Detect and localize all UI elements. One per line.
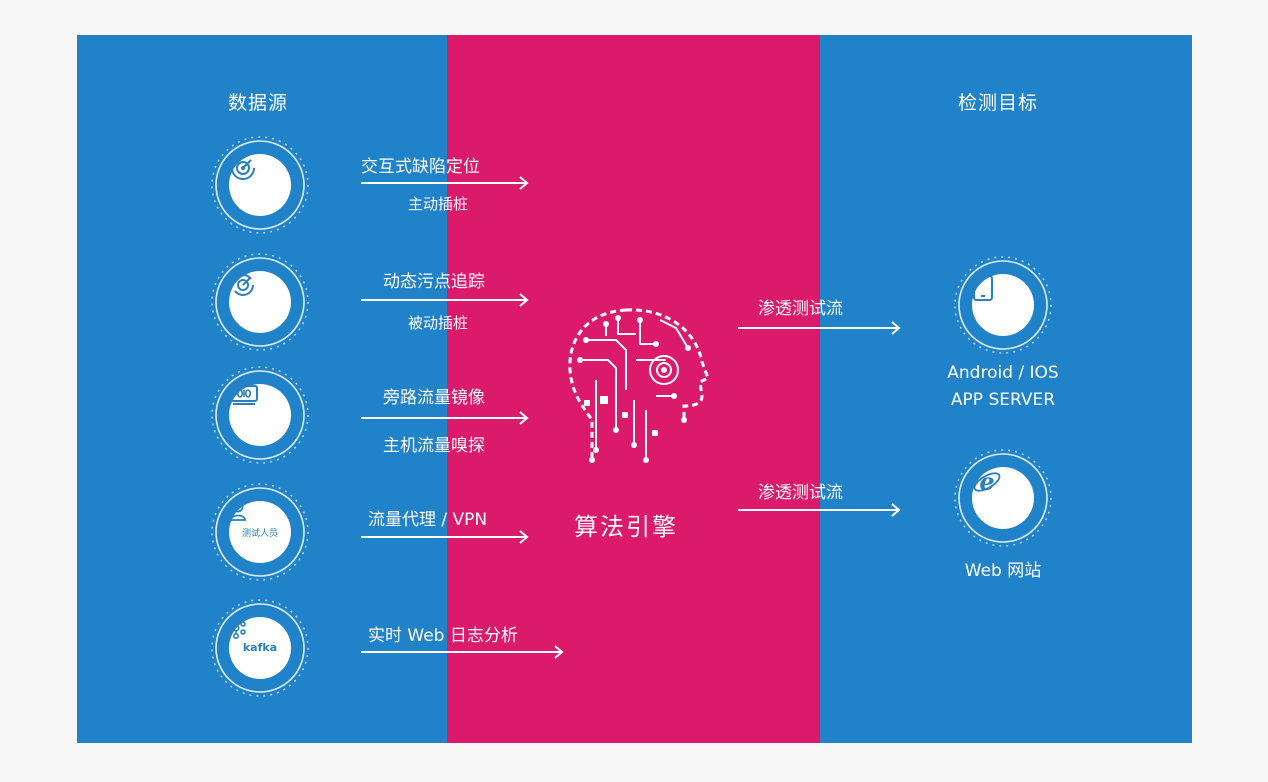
source-label-5: 实时 Web 日志分析: [368, 626, 518, 646]
tester-icon-text: 测试人员: [241, 529, 278, 539]
traffic-device-icon: [230, 385, 258, 405]
source-icon-2: [210, 252, 310, 352]
ai-circuit-head-icon: [568, 308, 710, 463]
arrow-source-2: [361, 293, 529, 307]
source-label-1: 交互式缺陷定位: [361, 157, 480, 177]
internet-explorer-icon: e: [973, 467, 1001, 496]
source-label-3: 旁路流量镜像: [383, 388, 485, 408]
algorithm-engine-panel: [447, 35, 820, 743]
source-sublabel-3: 主机流量嗅探: [383, 436, 485, 456]
flow-label-1: 渗透测试流: [758, 299, 843, 319]
source-icon-5: kafka: [210, 598, 310, 698]
radar-scan-icon: [231, 156, 255, 180]
kafka-logo-icon: [232, 617, 246, 639]
target-refresh-icon: [232, 274, 254, 296]
detection-target-panel: [820, 35, 1192, 743]
target-label-1: Android / IOS APP SERVER: [903, 360, 1103, 414]
arrow-flow-2: [738, 503, 901, 517]
person-icon: [230, 501, 246, 521]
arrow-source-4: [361, 530, 529, 544]
source-sublabel-1: 主动插桩: [408, 195, 469, 213]
source-sublabel-2: 被动插桩: [408, 314, 469, 332]
sources-heading: 数据源: [228, 92, 289, 114]
arrow-source-5: [361, 645, 564, 659]
kafka-icon-text: kafka: [242, 640, 278, 654]
source-label-4: 流量代理 / VPN: [368, 510, 488, 530]
source-icon-4: 测试人员: [210, 482, 310, 582]
arrow-source-1: [361, 176, 529, 190]
engine-label: 算法引擎: [574, 513, 678, 541]
target-label-2: Web 网站: [964, 561, 1042, 581]
tablet-icon: [973, 275, 993, 301]
target-icon-1: [953, 255, 1053, 355]
arrow-source-3: [361, 411, 529, 425]
arrow-flow-1: [738, 321, 901, 335]
target-label-1-line2: APP SERVER: [950, 390, 1056, 410]
source-label-2: 动态污点追踪: [383, 272, 485, 292]
targets-heading: 检测目标: [958, 92, 1039, 114]
flow-label-2: 渗透测试流: [758, 483, 843, 503]
target-icon-2: e: [953, 448, 1053, 548]
target-label-1-line1: Android / IOS: [947, 363, 1059, 383]
svg-text:e: e: [979, 467, 994, 496]
source-icon-1: [210, 135, 310, 235]
source-icon-3: [210, 365, 310, 465]
